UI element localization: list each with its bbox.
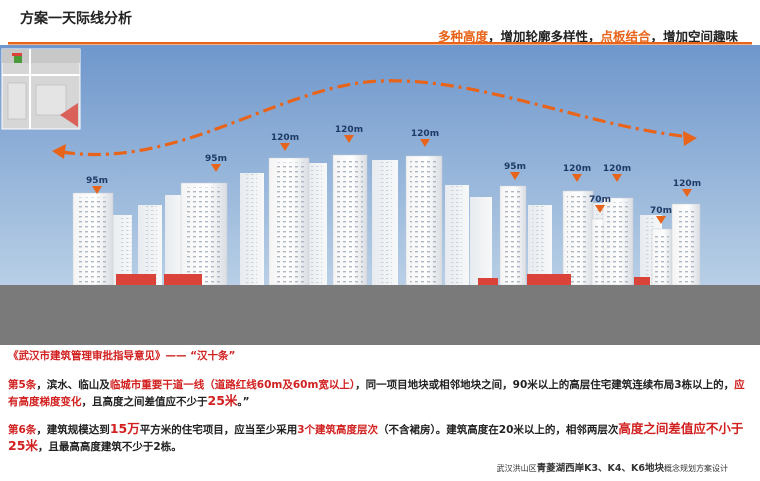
height-marker-icon — [92, 186, 102, 194]
slogan: 多种高度，增加轮廓多样性，点板结合，增加空间趣味 — [438, 26, 738, 45]
height-label: 120m — [411, 129, 439, 139]
height-marker-icon — [211, 164, 221, 172]
footer-suffix: 概念规划方案设计 — [664, 464, 728, 473]
height-label: 95m — [86, 176, 108, 186]
height-marker: 120m — [603, 164, 631, 182]
height-marker: 120m — [411, 129, 439, 147]
height-label: 95m — [504, 162, 526, 172]
rule-5-text-7: 。” — [237, 396, 250, 408]
rule-6-text-3: 平方米的住宅项目，应当至少采用 — [139, 424, 298, 436]
height-marker: 120m — [271, 133, 299, 151]
rule-5: 第5条，滨水、临山及临城市重要干道一线（道路红线60m及60m宽以上），同一项目… — [8, 378, 754, 410]
skyline-illustration: 95m 95m 120m 120m 120m 95m 120m 120m 70m 70m 120m — [0, 45, 760, 345]
footer-prefix: 武汉洪山区 — [496, 464, 537, 473]
height-label: 95m — [205, 154, 227, 164]
height-marker: 95m — [205, 154, 227, 172]
slogan-part-4: ，增加空间趣味 — [650, 29, 738, 44]
podium-buildings — [116, 274, 650, 285]
height-marker-icon — [656, 216, 666, 224]
rule-6-text-1: ，建筑规模达到 — [36, 424, 110, 436]
curve-arrow-left-icon — [52, 144, 66, 159]
curve-arrow-right-icon — [683, 131, 697, 146]
rule-6-text-4: 3个建筑高度层次 — [297, 424, 379, 436]
footer-strong: 青菱湖西岸K3、K4、K6地块 — [536, 463, 664, 474]
rule-5-text-5: ，且高度之间差值应不少于 — [81, 396, 208, 408]
height-marker: 120m — [335, 125, 363, 143]
height-marker: 70m — [650, 206, 672, 224]
rule-6: 第6条，建筑规模达到15万平方米的住宅项目，应当至少采用3个建筑高度层次（不含裙… — [8, 421, 754, 455]
rule-5-text-3: ，同一项目地块或相邻地块之间，90米以上的高层住宅建筑连续布局3栋以上的， — [355, 379, 735, 391]
rule-5-text-6: 25米 — [207, 393, 238, 408]
rule-5-text-4: 应有高度梯度变化 — [8, 379, 745, 408]
height-label: 120m — [271, 133, 299, 143]
slogan-part-2: ，增加轮廓多样性， — [487, 29, 601, 44]
header-divider — [8, 42, 752, 44]
regulation-heading: 《武汉市建筑管理审批指导意见》—— “汉十条” — [8, 349, 754, 364]
rule-5-text-1: ，滨水、临山及 — [36, 379, 110, 391]
height-marker-icon — [280, 143, 290, 151]
rule-6-text-2: 15万 — [109, 421, 140, 436]
page-title: 方案一天际线分析 — [20, 11, 132, 27]
site-plan-inset — [1, 48, 81, 130]
height-marker-icon — [344, 135, 354, 143]
rule-6-prefix: 第6条 — [8, 424, 37, 436]
ground — [0, 285, 760, 345]
footer-caption: 武汉洪山区青菱湖西岸K3、K4、K6地块概念规划方案设计 — [497, 460, 728, 474]
rule-6-text-5: （不含裙房）。建筑高度在20米以上的，相邻两层次 — [378, 424, 619, 436]
slogan-part-3: 点板结合 — [600, 29, 651, 44]
height-label: 70m — [650, 206, 672, 216]
regulation-heading-text: 《武汉市建筑管理审批指导意见》—— “汉十条” — [8, 350, 236, 362]
header-divider-shadow — [8, 44, 752, 45]
height-marker-icon — [572, 174, 582, 182]
height-marker: 120m — [563, 164, 591, 182]
slogan-part-1: 多种高度 — [437, 29, 488, 44]
height-marker-icon — [420, 139, 430, 147]
height-label: 120m — [563, 164, 591, 174]
height-label: 120m — [335, 125, 363, 135]
rule-6-text-7: ，且最高高度建筑不少于2栋。 — [37, 441, 182, 453]
height-marker-icon — [510, 172, 520, 180]
rule-5-prefix: 第5条 — [8, 379, 37, 391]
rule-6-text-6: 高度之间差值应不小于25米 — [8, 421, 744, 453]
height-marker: 120m — [673, 179, 701, 197]
height-label: 120m — [603, 164, 631, 174]
height-marker-icon — [682, 189, 692, 197]
rule-5-text-2: 临城市重要干道一线（道路红线60m及60m宽以上） — [109, 379, 356, 391]
height-label: 120m — [673, 179, 701, 189]
height-marker: 95m — [86, 176, 108, 194]
skyline-curve — [61, 79, 691, 157]
height-marker-icon — [595, 205, 605, 213]
height-marker: 95m — [504, 162, 526, 180]
height-marker-icon — [612, 174, 622, 182]
height-label: 70m — [589, 195, 611, 205]
height-marker: 70m — [589, 195, 611, 213]
foreground-towers — [72, 154, 701, 286]
